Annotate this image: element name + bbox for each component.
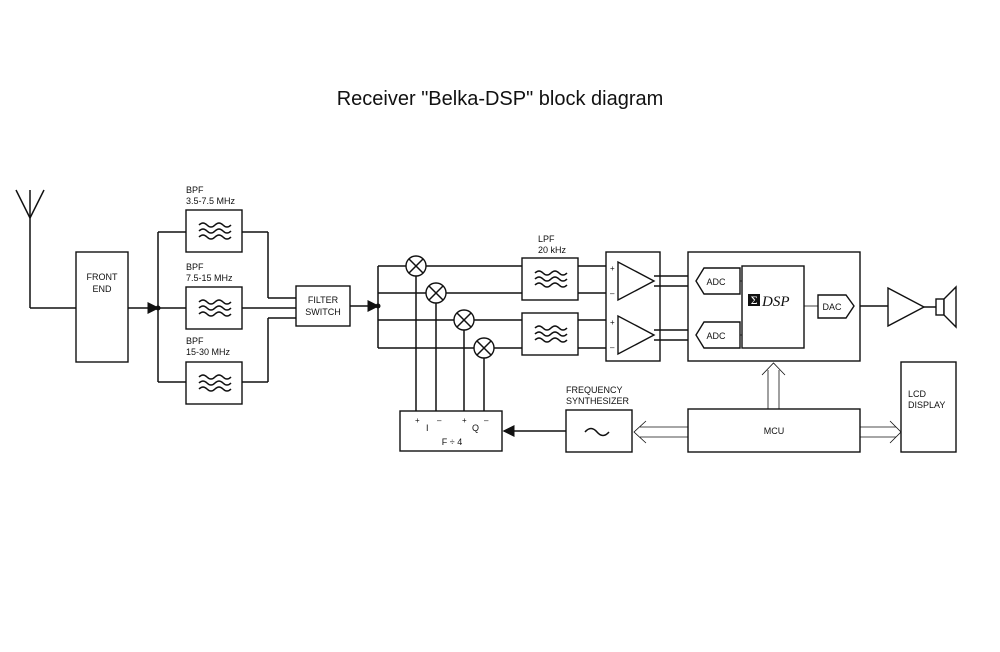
lpf-label-2: 20 kHz bbox=[538, 245, 567, 255]
mcu-block: MCU bbox=[687, 408, 861, 453]
bpf2-label-2: 7.5-15 MHz bbox=[186, 273, 233, 283]
mcu-synth-bus-arrow bbox=[633, 420, 688, 444]
front-end-block: FRONT END bbox=[75, 251, 129, 363]
mcu-label: MCU bbox=[764, 426, 785, 436]
filter-switch-label-2: SWITCH bbox=[305, 307, 341, 317]
sigma-icon bbox=[748, 294, 760, 306]
dsp-label: DSP bbox=[761, 294, 790, 310]
output-amplifier-icon bbox=[887, 286, 926, 328]
amp-minus-1: – bbox=[610, 289, 615, 298]
lpf-lower-block bbox=[521, 312, 579, 356]
bpf2-label-1: BPF bbox=[186, 262, 204, 272]
adc-upper-label: ADC bbox=[706, 277, 726, 287]
antenna-icon bbox=[15, 189, 45, 308]
bpf3-label-2: 15-30 MHz bbox=[186, 347, 231, 357]
i-label: I bbox=[426, 423, 429, 433]
mixer-2-icon bbox=[425, 282, 447, 304]
sine-wave-icon bbox=[584, 427, 610, 437]
filter-switch-label-1: FILTER bbox=[308, 295, 339, 305]
filter-switch-block: FILTER SWITCH bbox=[295, 285, 351, 327]
diagram-title: Receiver "Belka-DSP" block diagram bbox=[336, 88, 664, 110]
amp-minus-2: – bbox=[610, 343, 615, 352]
mixer-3-icon bbox=[453, 309, 475, 331]
freq-synth-label-2: SYNTHESIZER bbox=[566, 396, 630, 406]
front-end-label-2: END bbox=[92, 284, 112, 294]
bpf-15-30-block: BPF 15-30 MHz bbox=[185, 336, 243, 405]
lcd-label-2: DISPLAY bbox=[908, 400, 945, 410]
lpf-upper-block bbox=[521, 257, 579, 301]
divider-iq-block: + – + – I Q F ÷ 4 bbox=[399, 410, 503, 452]
lcd-label-1: LCD bbox=[908, 389, 927, 399]
freq-synth-label-1: FREQUENCY bbox=[566, 385, 623, 395]
q-label: Q bbox=[472, 423, 479, 433]
bpf-3.5-7.5-block: BPF 3.5-7.5 MHz bbox=[185, 185, 243, 253]
bpf1-label-1: BPF bbox=[186, 185, 204, 195]
svg-text:+: + bbox=[462, 416, 467, 425]
frequency-synthesizer-block bbox=[565, 409, 633, 453]
mixer-1-icon bbox=[405, 255, 427, 277]
mixer-4-icon bbox=[473, 337, 495, 359]
bpf1-label-2: 3.5-7.5 MHz bbox=[186, 196, 236, 206]
dac-label: DAC bbox=[822, 302, 842, 312]
adc-lower-label: ADC bbox=[706, 331, 726, 341]
amp-plus-1: + bbox=[610, 264, 615, 273]
lpf-label-1: LPF bbox=[538, 234, 555, 244]
speaker-icon bbox=[935, 285, 957, 329]
bpf3-label-1: BPF bbox=[186, 336, 204, 346]
differential-amplifier-block: + – + – bbox=[605, 251, 661, 362]
svg-text:Σ: Σ bbox=[750, 296, 757, 307]
svg-text:+: + bbox=[415, 416, 420, 425]
svg-text:–: – bbox=[437, 416, 442, 425]
lcd-display-block: LCD DISPLAY bbox=[900, 361, 957, 453]
front-end-label-1: FRONT bbox=[87, 272, 118, 282]
amp-plus-2: + bbox=[610, 318, 615, 327]
divider-label: F ÷ 4 bbox=[442, 437, 462, 447]
dsp-board-block: ADC ADC Σ DSP DAC bbox=[687, 251, 861, 362]
mcu-lcd-bus-arrow bbox=[860, 420, 902, 444]
mcu-dsp-bus-arrow bbox=[761, 362, 786, 409]
bpf-7.5-15-block: BPF 7.5-15 MHz bbox=[185, 262, 243, 330]
svg-text:–: – bbox=[484, 416, 489, 425]
